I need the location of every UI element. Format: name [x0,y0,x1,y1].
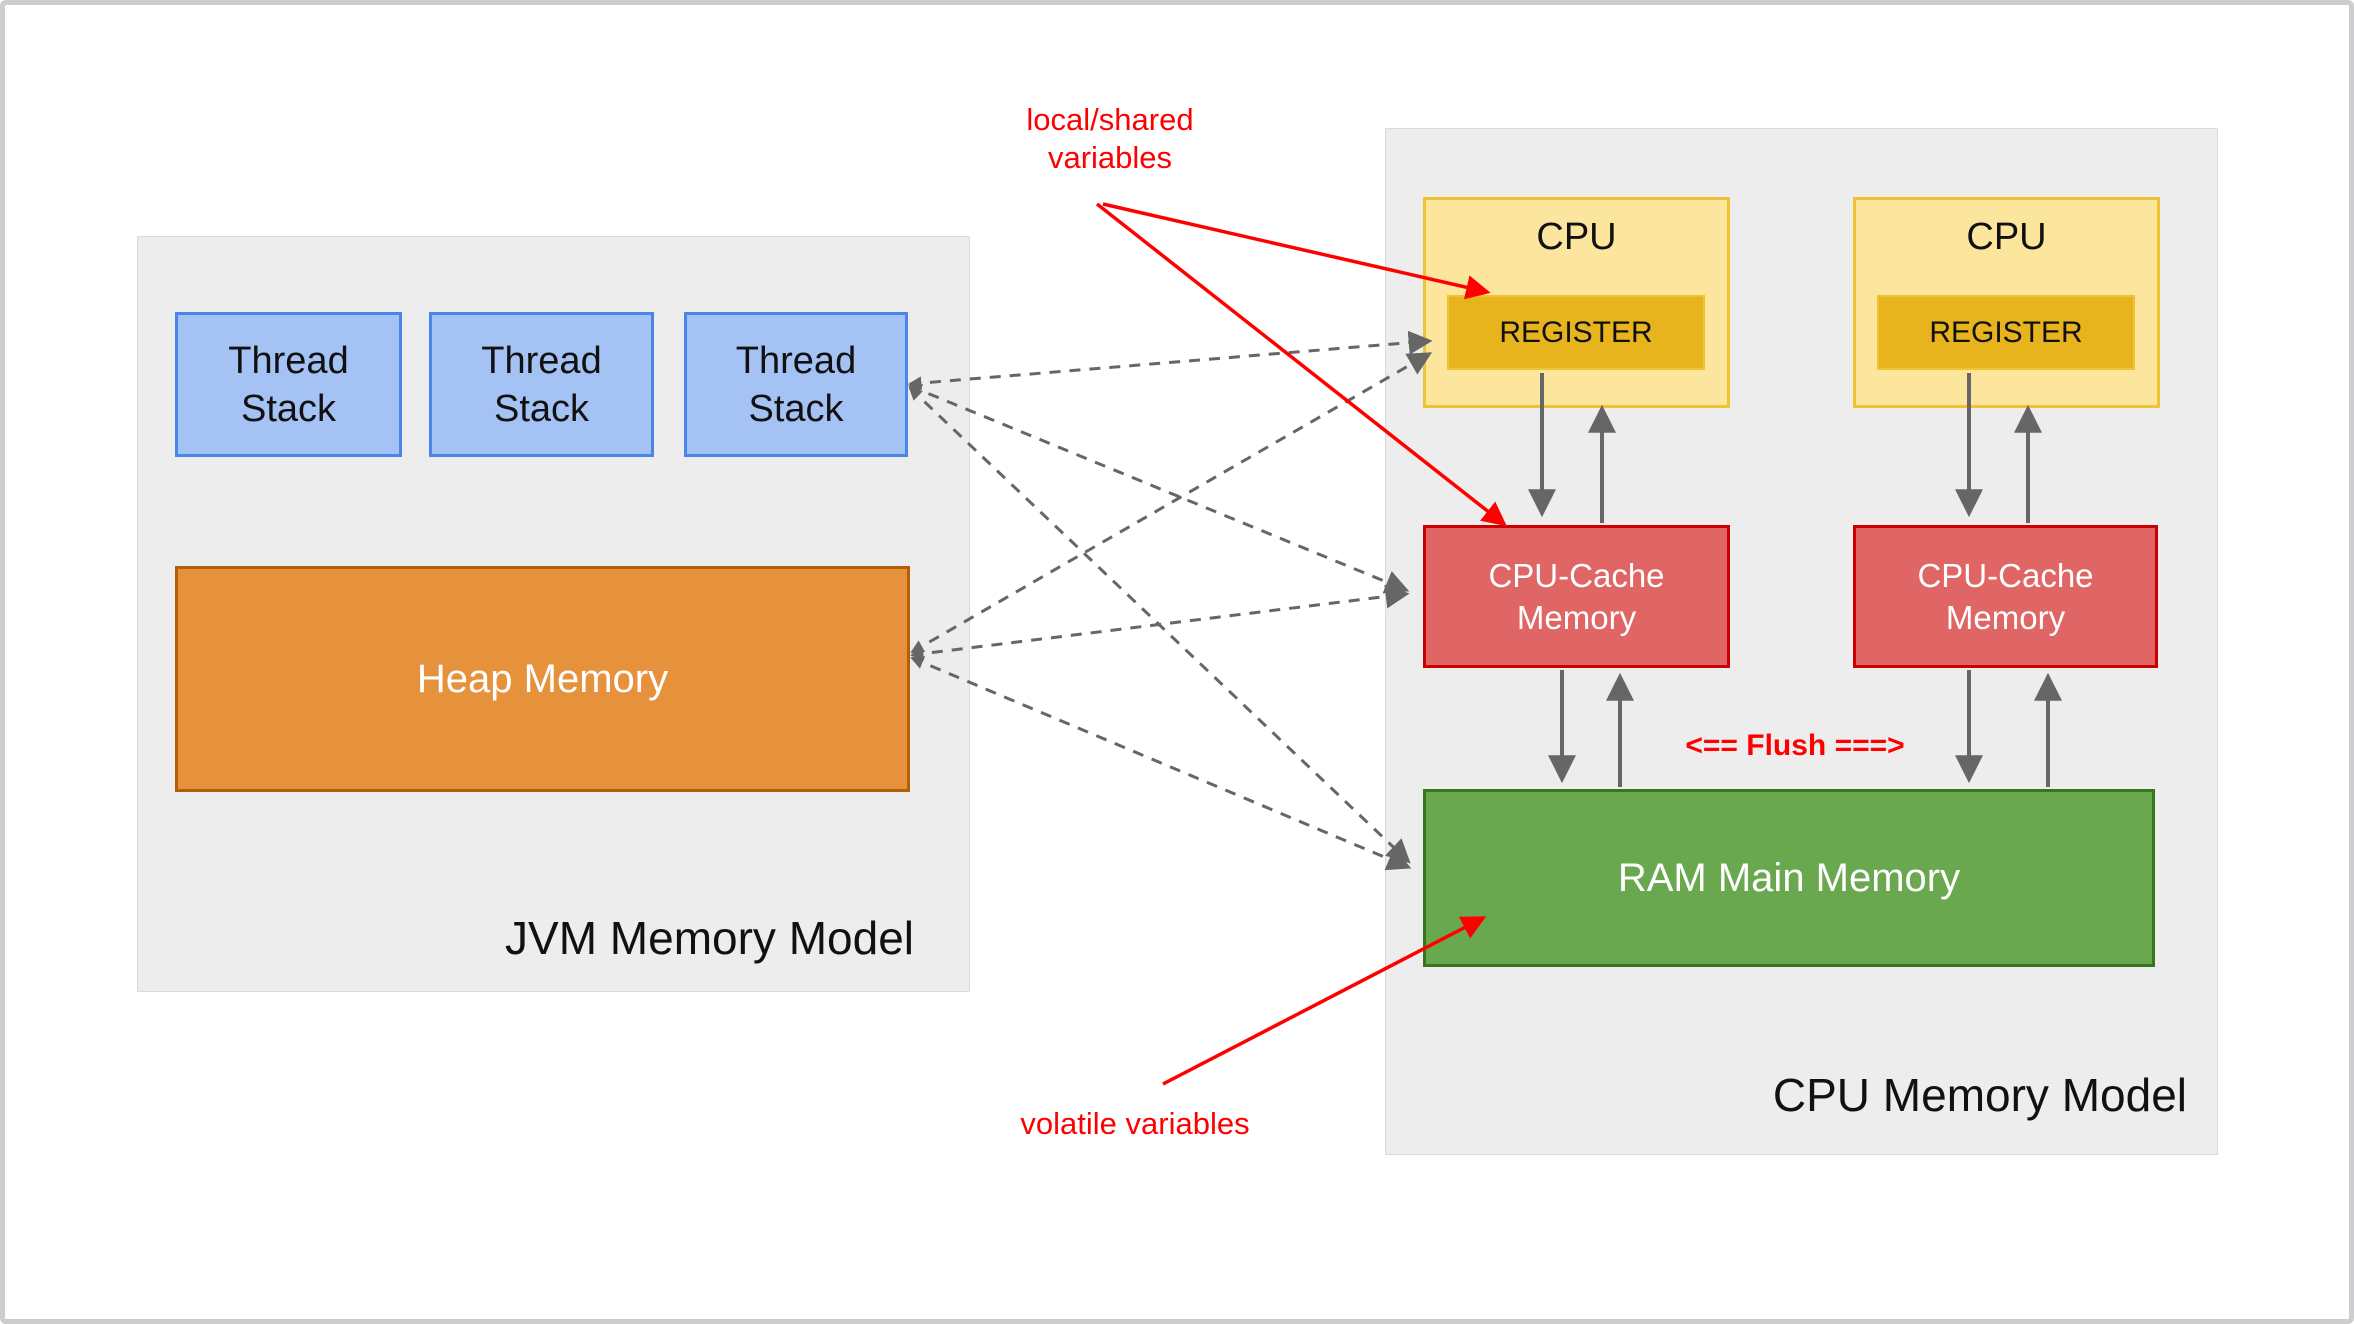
arrow-heap-to-register [910,352,1433,654]
ram-main-memory-box: RAM Main Memory [1423,789,2155,967]
register-box-1: REGISTER [1447,295,1705,370]
cpu-cache-label: CPU-Cache Memory [1917,556,2094,636]
cpu-cache-label: CPU-Cache Memory [1488,556,1665,636]
cpu-box-2: CPU REGISTER [1853,197,2160,408]
thread-stack-label: Thread Stack [228,339,349,430]
thread-stack-label: Thread Stack [735,339,857,430]
arrow-heap-to-ram [910,656,1412,871]
arrow-thread-to-ram [908,386,1411,864]
cpu-cache-box-2: CPU-Cache Memory [1853,525,2158,668]
cpu-box-1: CPU REGISTER [1423,197,1730,408]
cpu-memory-model-title: CPU Memory Model [1772,1069,2187,1121]
cpu-label: CPU [1536,216,1617,258]
cpu-cache-box-1: CPU-Cache Memory [1423,525,1730,668]
register-box-2: REGISTER [1877,295,2135,370]
local-shared-variables-note: local/shared variables [1026,102,1194,175]
thread-stack-box-2: Thread Stack [429,312,654,457]
arrow-thread-to-register [907,330,1433,390]
jvm-memory-model-title: JVM Memory Model [505,912,914,964]
thread-stack-label: Thread Stack [481,339,602,430]
heap-memory-label: Heap Memory [416,656,669,701]
flush-label: <== Flush ===> [1685,729,1905,762]
thread-stack-box-1: Thread Stack [175,312,402,457]
ram-main-memory-label: RAM Main Memory [1617,855,1961,900]
thread-stack-box-3: Thread Stack [684,312,908,457]
arrow-thread-to-cache [908,384,1410,594]
heap-memory-box: Heap Memory [175,566,910,792]
cpu-label: CPU [1966,216,2047,258]
volatile-variables-note: volatile variables [1020,1106,1250,1141]
register-label: REGISTER [1929,315,2083,349]
register-label: REGISTER [1499,315,1653,349]
arrow-heap-to-cache [909,584,1410,661]
